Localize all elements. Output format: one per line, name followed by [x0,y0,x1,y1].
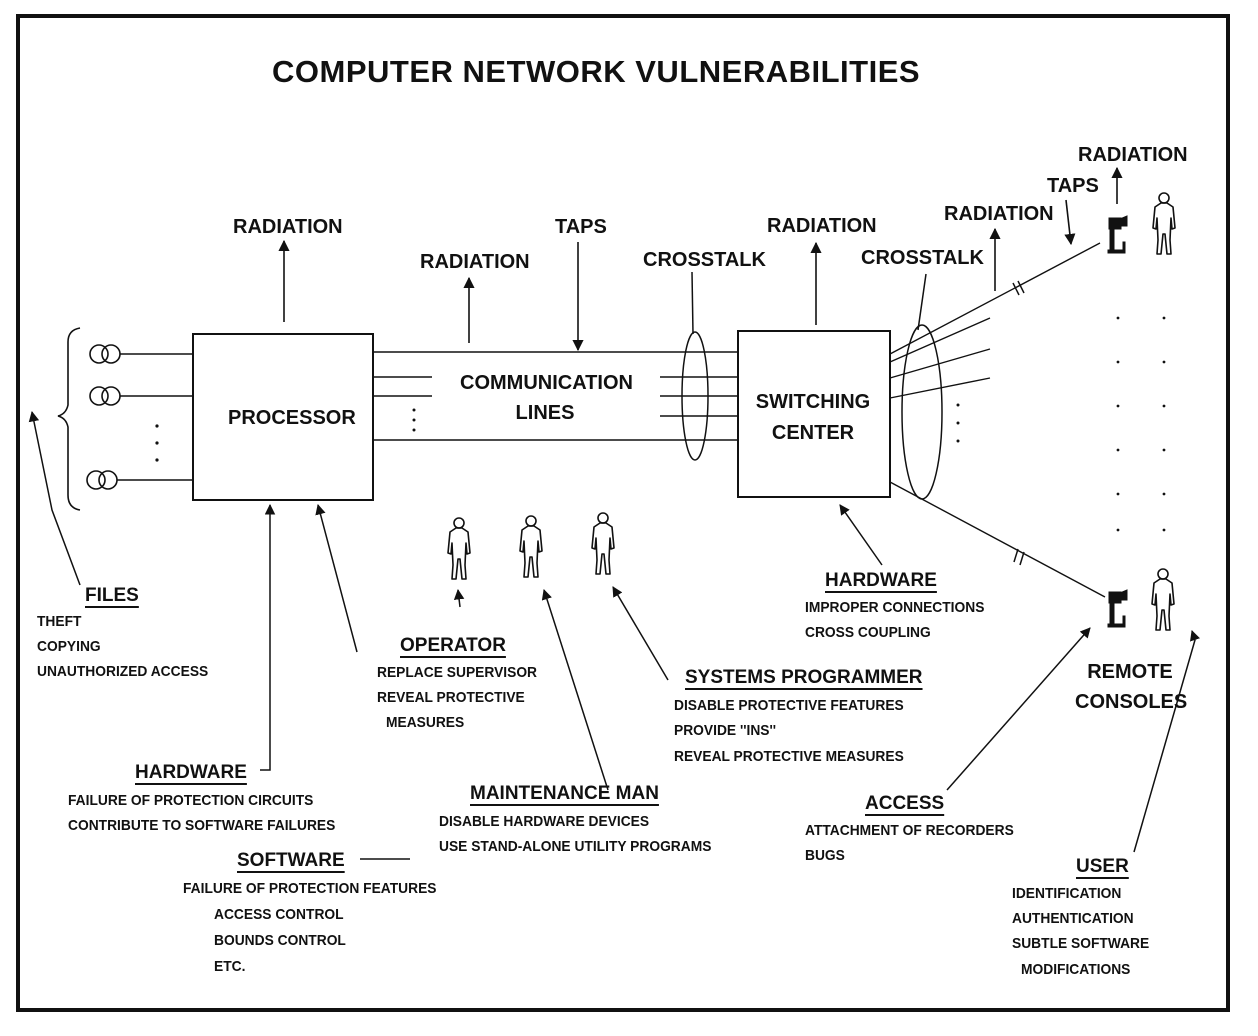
link-break-marks [1012,280,1025,566]
person-icon [1152,192,1176,255]
page-title: COMPUTER NETWORK VULNERABILITIES [272,54,921,89]
communication-lines [373,351,738,441]
taps-label: TAPS [555,216,607,238]
user-item: SUBTLE SOFTWARE [1012,935,1150,952]
operator-heading: OPERATOR [400,635,506,656]
systems-programmer-heading: SYSTEMS PROGRAMMER [685,667,923,688]
tape-reel-icon [86,344,121,490]
person-icon [519,515,543,578]
person-icon [1151,568,1175,631]
switching-center-label: SWITCHING [755,391,871,413]
radiation-label: RADIATION [944,203,1054,225]
hardware-heading: HARDWARE [135,762,247,783]
access-heading: ACCESS [865,793,945,814]
files-item: UNAUTHORIZED ACCESS [37,663,209,680]
software-item: BOUNDS CONTROL [214,932,346,949]
access-item: ATTACHMENT OF RECORDERS [805,822,1014,839]
user-heading: USER [1076,856,1129,877]
software-item: ETC. [214,958,246,975]
arrow-icon [28,410,1200,853]
files-heading: FILES [85,585,139,606]
terminal-icon [1107,215,1128,254]
user-item: AUTHENTICATION [1012,910,1134,927]
switching-center-box [737,330,891,498]
remote-consoles-label: REMOTE [1087,661,1173,683]
person-icon [591,512,615,575]
person-icon [447,517,471,580]
crosstalk-label: CROSSTALK [861,247,984,269]
hardware-heading: HARDWARE [825,570,937,591]
access-item: BUGS [805,847,845,864]
files-dots [155,424,159,462]
radiation-label: RADIATION [420,251,530,273]
arrow-icon [572,199,1076,352]
operator-item: REPLACE SUPERVISOR [377,664,538,681]
crosstalk-label: CROSSTALK [643,249,766,271]
software-heading: SOFTWARE [237,850,345,871]
hardware-item: FAILURE OF PROTECTION CIRCUITS [68,792,314,809]
software-item: FAILURE OF PROTECTION FEATURES [183,880,437,897]
switching-center-label: CENTER [771,422,855,444]
files-item: COPYING [37,638,101,655]
hardware-item: CROSS COUPLING [805,624,931,641]
switching-dots [956,403,960,443]
operator-item: MEASURES [386,714,465,731]
file-connectors [117,353,193,481]
console-column-dots [1116,316,1166,532]
user-item: MODIFICATIONS [1021,961,1131,978]
remote-consoles-label: CONSOLES [1075,691,1188,713]
radiation-label: RADIATION [233,216,343,238]
crosstalk-leaders [691,271,927,335]
line-dots [412,408,416,432]
communication-lines-label: COMMUNICATION [460,372,633,394]
systems-programmer-item: REVEAL PROTECTIVE MEASURES [674,748,904,765]
hardware-item: CONTRIBUTE TO SOFTWARE FAILURES [68,817,336,834]
processor-label: PROCESSOR [228,407,356,429]
crosstalk-ring-2 [901,324,943,500]
systems-programmer-item: PROVIDE ''INS'' [674,722,777,739]
user-item: IDENTIFICATION [1012,885,1122,902]
terminal-icon [1107,589,1128,628]
processor-box [192,333,374,501]
files-bracket [57,327,81,511]
taps-label: TAPS [1047,175,1099,197]
remote-links [889,242,1106,598]
systems-programmer-item: DISABLE PROTECTIVE FEATURES [674,697,904,714]
crosstalk-ring-1 [681,331,709,461]
software-item: ACCESS CONTROL [214,906,344,923]
maintenance-man-heading: MAINTENANCE MAN [470,783,659,804]
files-item: THEFT [37,613,82,630]
arrow-icon [278,166,1123,343]
hardware-item: IMPROPER CONNECTIONS [805,599,985,616]
maintenance-man-item: DISABLE HARDWARE DEVICES [439,813,650,830]
radiation-label: RADIATION [767,215,877,237]
communication-lines-label: LINES [515,402,575,424]
maintenance-man-item: USE STAND-ALONE UTILITY PROGRAMS [439,838,712,855]
radiation-label: RADIATION [1078,144,1188,166]
operator-item: REVEAL PROTECTIVE [377,689,525,706]
diagram-frame [16,14,1230,1012]
